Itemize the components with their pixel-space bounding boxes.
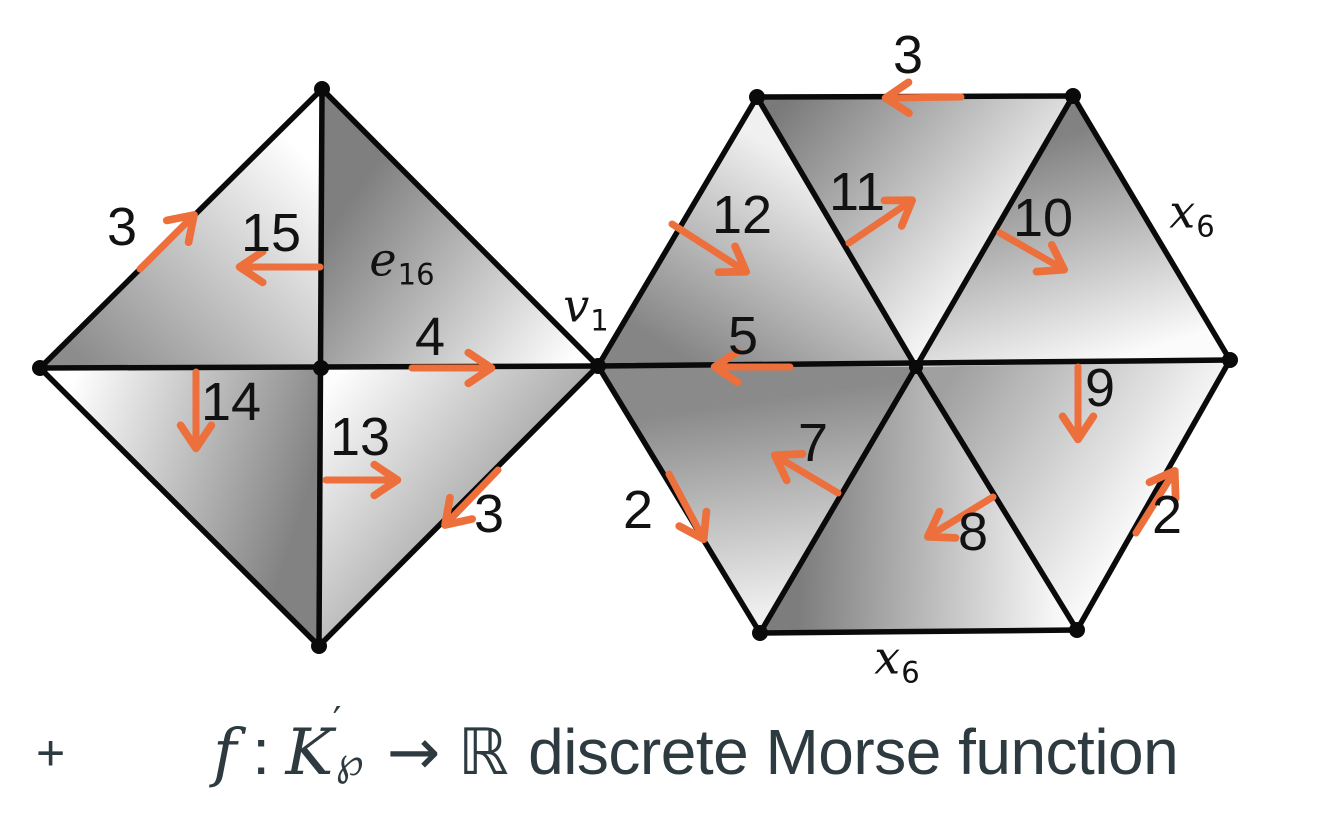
vertex-dots [32, 81, 1238, 654]
face-hex-3 [916, 96, 1230, 367]
caption-f: f [213, 716, 237, 790]
vertex-dot [1222, 352, 1238, 368]
morse-arrow-11 [845, 196, 917, 247]
edge-label-x6-right-base: x [1169, 184, 1196, 239]
morse-vector-arrows [136, 78, 1180, 544]
caption-formula: f : K ′ ℘ → ℝ discrete Morse function [213, 702, 1179, 794]
vertex-dot [32, 360, 48, 376]
caption-prime: ′ [332, 699, 342, 743]
edge [37, 365, 322, 649]
vertex-dot [313, 360, 329, 376]
vertex-dot [1069, 622, 1085, 638]
caption-K: K [285, 716, 333, 790]
morse-arrow-2-right [1132, 466, 1180, 537]
caption-bullet: + [36, 725, 66, 781]
vertex-dot [749, 89, 765, 105]
caption-script-p-sub: ℘ [335, 739, 364, 785]
vertex-dot-v1 [590, 358, 606, 374]
edge [757, 627, 1080, 636]
morse-arrow-12 [668, 220, 751, 277]
vertex-label-v1-sub: 1 [590, 303, 609, 338]
caption-K-decorations: ′ ℘ [333, 702, 369, 782]
hex-complex-faces [598, 96, 1230, 633]
edge-value-14: 14 [200, 372, 262, 432]
vertex-label-v1-base: v [563, 278, 590, 333]
edge [757, 364, 919, 636]
edge-value-2-left: 2 [622, 480, 654, 540]
vertex-label-v1: v1 [563, 282, 608, 335]
edge-label-x6-right-sub: 6 [1196, 209, 1215, 244]
edge [913, 93, 1076, 370]
edge-value-3-hex: 3 [892, 25, 924, 85]
edge [319, 86, 601, 369]
morse-arrow-3-top-left [136, 211, 198, 273]
edge-value-12: 12 [711, 185, 773, 245]
edge-value-15: 15 [240, 203, 302, 263]
edge-value-3-bottom: 3 [473, 484, 505, 544]
face-hex-5 [760, 367, 1077, 633]
vertex-dot [1065, 88, 1081, 104]
edge [913, 364, 1080, 633]
edge-label-x6-bottom-base: x [874, 630, 901, 685]
edge-value-9: 9 [1084, 358, 1116, 418]
morse-arrow-10 [996, 229, 1069, 276]
vertex-dot [314, 81, 330, 97]
edge [1070, 93, 1233, 363]
maps-to-arrow: → [386, 716, 441, 790]
morse-arrow-3-hex [881, 78, 965, 117]
edge-value-4: 4 [414, 307, 446, 367]
edge-value-11: 11 [828, 162, 886, 222]
morse-arrow-7 [770, 450, 842, 497]
edge-value-13: 13 [329, 407, 391, 467]
face-hex-2 [757, 96, 1073, 367]
vertex-dot [909, 360, 923, 374]
cell-label-e16-sub: 16 [397, 257, 435, 292]
edge-value-10: 10 [1012, 188, 1074, 248]
cell-label-e16: e16 [369, 236, 434, 289]
caption-reals: ℝ [457, 716, 509, 790]
caption-description: discrete Morse function [528, 716, 1179, 788]
edge-value-3-top-left: 3 [106, 197, 138, 257]
caption-colon: : [252, 716, 270, 788]
edge-label-x6-bottom-sub: 6 [901, 655, 920, 690]
morse-arrow-8 [923, 493, 997, 542]
face-hex-4 [916, 360, 1230, 630]
cell-label-e16-base: e [369, 232, 397, 287]
morse-arrow-3-bottom [441, 466, 502, 529]
edge-value-8: 8 [957, 502, 989, 562]
face-hex-6 [598, 366, 916, 633]
vertex-dot [752, 625, 768, 641]
face-hex-1 [598, 97, 916, 367]
edge [754, 94, 919, 370]
edge-label-x6-right: x6 [1169, 188, 1214, 241]
edge-label-x6-bottom: x6 [874, 634, 919, 687]
edge-value-5: 5 [727, 306, 759, 366]
vertex-dot [311, 638, 327, 654]
morse-arrow-2-left [665, 470, 711, 544]
edge-value-2-right: 2 [1151, 485, 1183, 545]
edge-value-7: 7 [797, 413, 829, 473]
